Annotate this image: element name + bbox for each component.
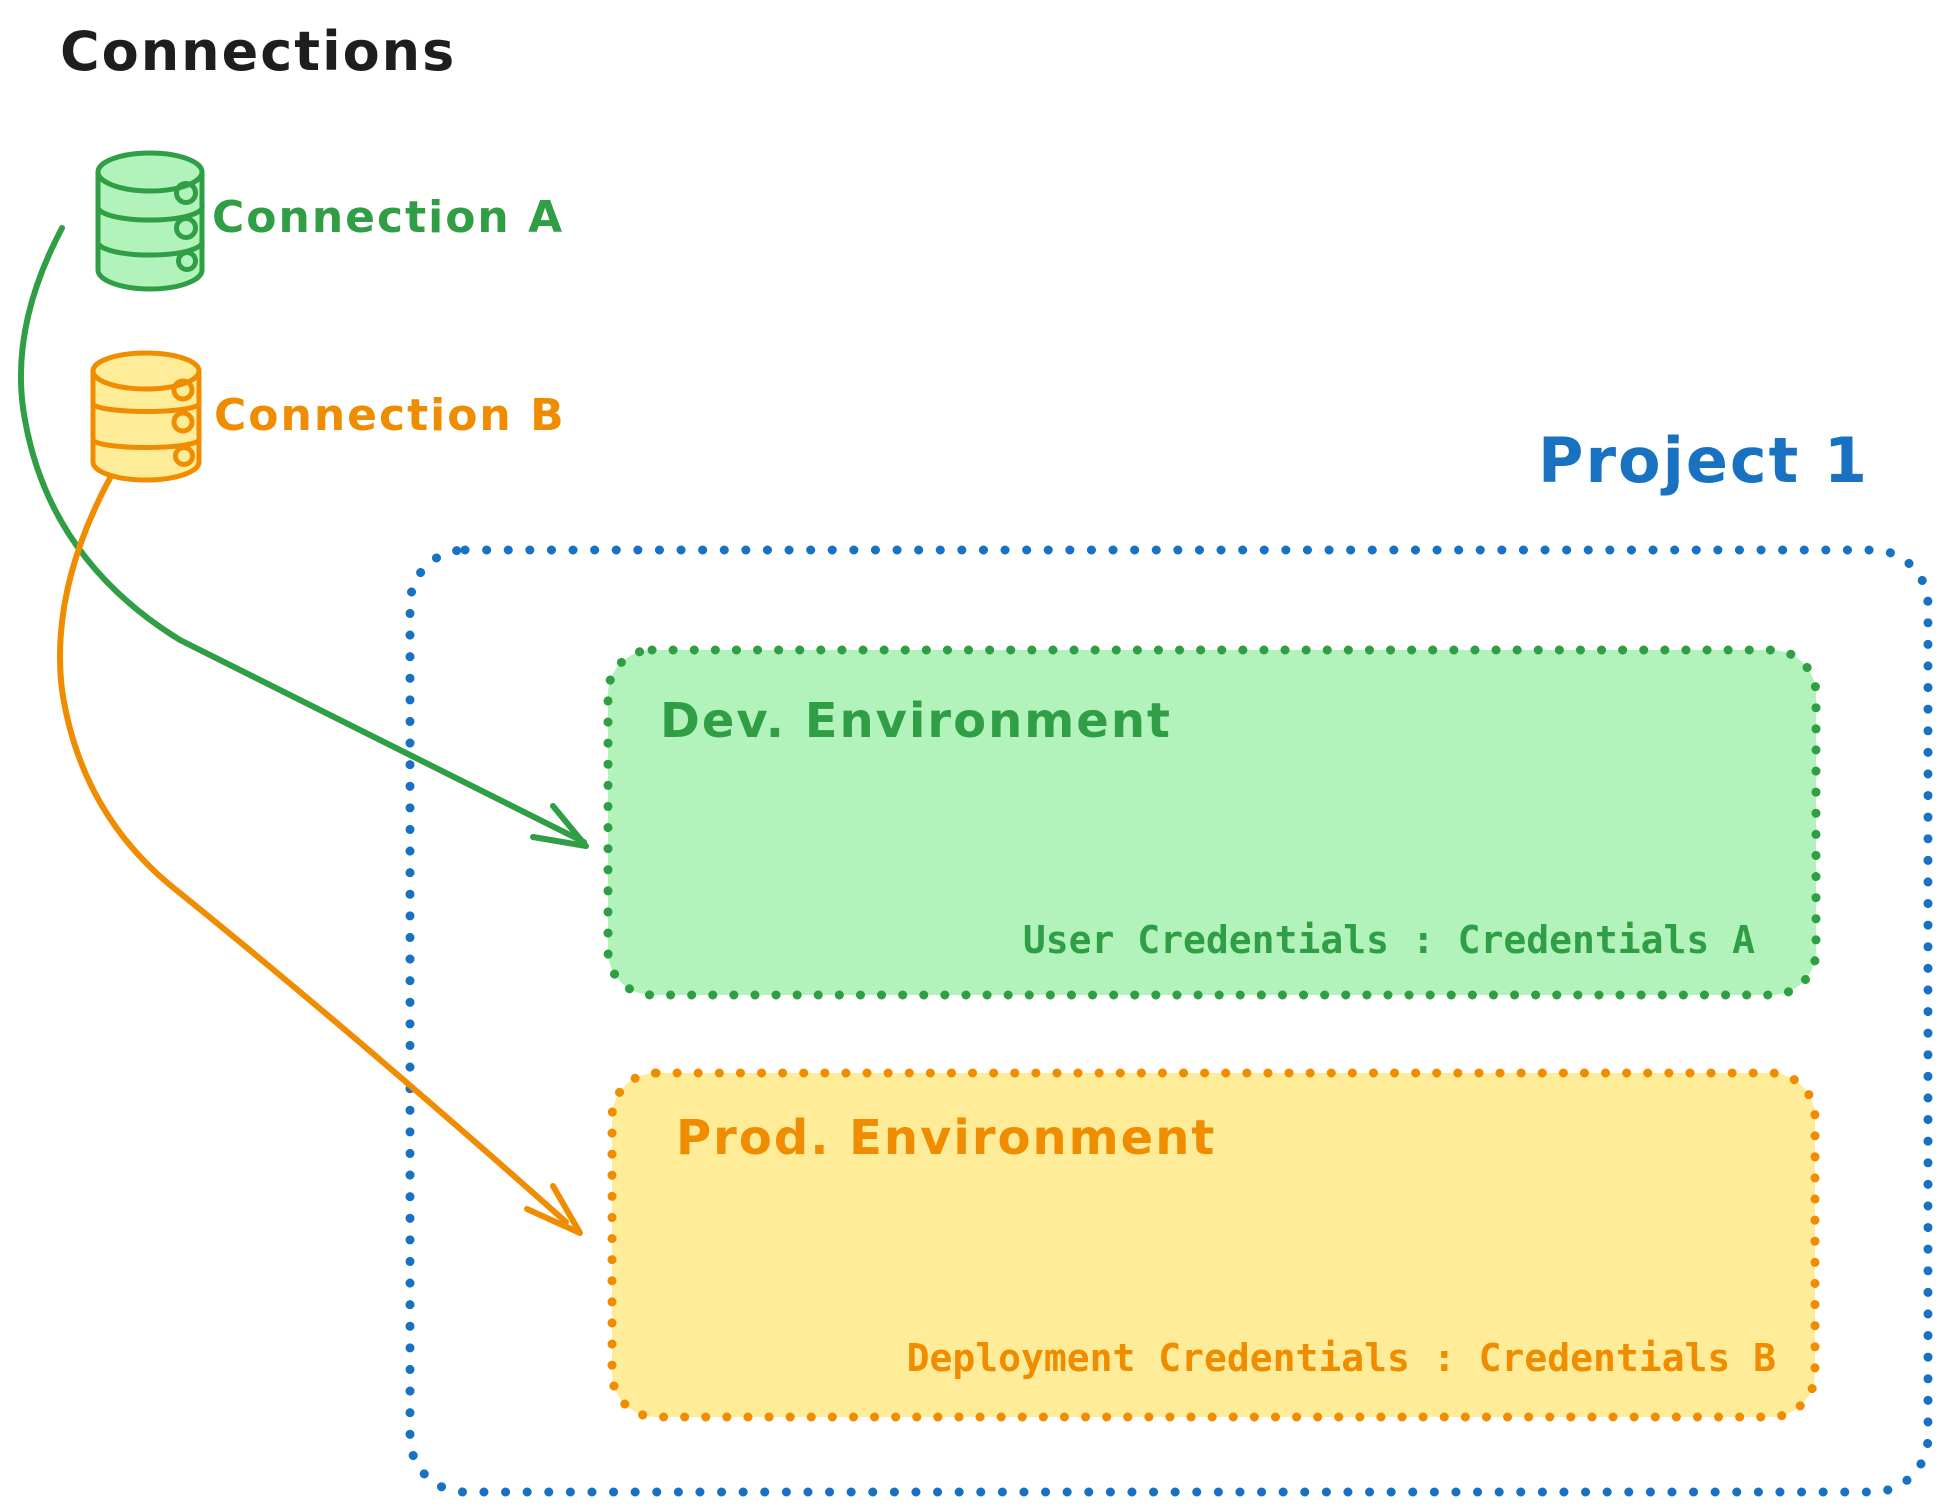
connection-a-label: Connection A [212,192,565,243]
arrowhead [524,1183,583,1236]
project-title: Project 1 [1538,424,1870,497]
connection-b-label: Connection B [214,390,566,441]
dev-environment-title: Dev. Environment [660,693,1172,749]
prod-environment-title: Prod. Environment [676,1110,1217,1166]
prod-environment-box [607,1068,1820,1422]
arrowhead [530,803,589,849]
arrow-connection-b-to-prod [57,475,583,1236]
diagram-title: Connections [60,20,457,83]
dev-environment-box [603,645,1821,1000]
database-icon-connection-a [95,150,205,292]
arrow-connection-a-to-dev [17,225,589,849]
dev-environment-credentials: User Credentials : Credentials A [1022,918,1755,962]
project-boundary-box [405,545,1933,1497]
database-icon-connection-b [90,350,202,483]
prod-environment-credentials: Deployment Credentials : Credentials B [906,1336,1776,1380]
